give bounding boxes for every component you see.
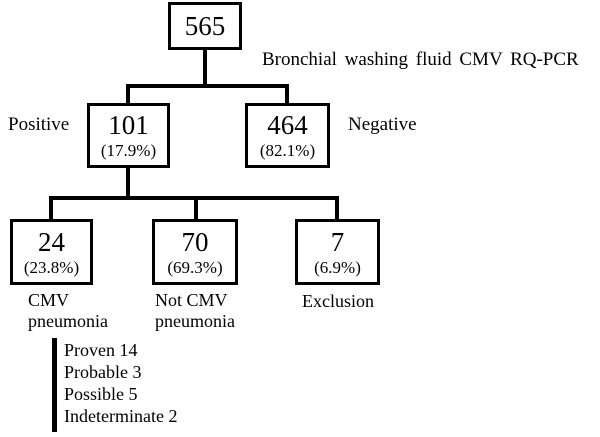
node-not-cmv-percent: (69.3%) [167, 257, 223, 277]
cmv-pneumonia-caption-line1: CMV [28, 290, 70, 310]
connector-row2-horizontal [126, 84, 289, 88]
connector-stub-positive [126, 84, 130, 103]
connector-stub-negative [285, 84, 289, 103]
node-exclusion-percent: (6.9%) [314, 257, 361, 277]
not-cmv-pneumonia-caption: Not CMV pneumonia [155, 290, 235, 332]
breakdown-vertical-bar [52, 338, 57, 432]
connector-positive-down [126, 168, 130, 199]
node-negative: 464 (82.1%) [245, 103, 330, 168]
node-cmv-pneumonia-value: 24 [38, 226, 65, 257]
cmv-pneumonia-caption-line2: pneumonia [28, 311, 108, 331]
cmv-breakdown-list: Proven 14 Probable 3 Possible 5 Indeterm… [64, 339, 177, 427]
positive-branch-label: Positive [8, 114, 70, 135]
node-total-value: 565 [184, 11, 226, 41]
not-cmv-caption-line1: Not CMV [155, 290, 228, 310]
node-exclusion-value: 7 [330, 226, 345, 257]
negative-branch-label: Negative [348, 114, 417, 135]
node-positive-value: 101 [108, 110, 149, 140]
breakdown-item-possible: Possible 5 [64, 384, 138, 404]
breakdown-item-proven: Proven 14 [64, 340, 138, 360]
node-cmv-pneumonia: 24 (23.8%) [10, 219, 93, 285]
node-not-cmv-value: 70 [181, 226, 209, 257]
connector-stub-cmv-pneumonia [49, 196, 53, 219]
diagram-title: Bronchial washing fluid CMV RQ-PCR [262, 49, 579, 70]
not-cmv-caption-line2: pneumonia [155, 311, 235, 331]
node-positive: 101 (17.9%) [87, 103, 170, 168]
breakdown-item-indeterminate: Indeterminate 2 [64, 406, 178, 426]
node-total: 565 [168, 2, 242, 50]
connector-total-down [203, 50, 207, 86]
connector-stub-not-cmv [194, 196, 198, 219]
node-negative-percent: (82.1%) [259, 141, 316, 160]
node-negative-value: 464 [267, 110, 308, 140]
node-cmv-pneumonia-percent: (23.8%) [23, 257, 80, 277]
breakdown-item-probable: Probable 3 [64, 362, 142, 382]
node-positive-percent: (17.9%) [100, 141, 157, 160]
connector-stub-exclusion [335, 196, 339, 219]
cmv-pneumonia-caption: CMV pneumonia [28, 290, 108, 332]
node-not-cmv-pneumonia: 70 (69.3%) [152, 219, 238, 285]
exclusion-caption: Exclusion [302, 291, 374, 311]
node-exclusion: 7 (6.9%) [295, 219, 380, 285]
